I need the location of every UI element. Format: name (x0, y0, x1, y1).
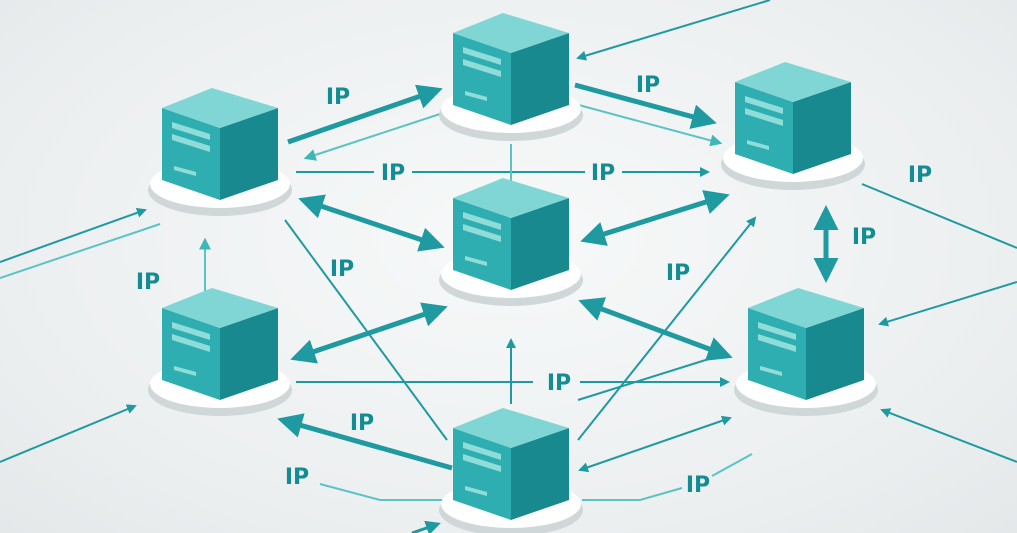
server-face-left (748, 308, 806, 400)
server-right-node (721, 62, 865, 190)
link-offscreen-right-a (861, 183, 1017, 249)
server-vent-slot (463, 47, 501, 65)
link-offscreen-right-b (878, 281, 1017, 327)
link-left-center (298, 194, 445, 252)
server-left-node (148, 88, 292, 216)
server-face-top (453, 178, 569, 218)
server-face-left (453, 428, 511, 520)
ip-label: IP (285, 465, 309, 490)
link-offscreen-topright (576, 0, 771, 61)
server-face-right (511, 198, 569, 290)
ip-label: IP (350, 411, 374, 436)
server-face-right (793, 82, 851, 174)
server-mid-right-node (734, 288, 878, 416)
link-bottom-to-midleft (277, 413, 453, 471)
ip-label: IP (636, 73, 660, 98)
ip-label: IP (852, 225, 876, 250)
link-left-to-bottom-diag (284, 219, 448, 441)
ip-label: IP (326, 85, 350, 110)
server-face-right (806, 308, 864, 400)
server-vent-slot (172, 122, 210, 140)
server-vent-slot (758, 322, 796, 340)
server-face-top (735, 62, 851, 102)
server-vent-slot (172, 334, 210, 352)
server-mid-left-node (148, 288, 292, 416)
server-face-left (453, 198, 511, 290)
server-indicator (174, 366, 196, 376)
server-indicator (174, 166, 196, 176)
link-offscreen-right-c (880, 408, 1017, 463)
link-bottom-midright (578, 415, 732, 473)
ip-label: IP (381, 161, 405, 186)
server-vent-slot (463, 212, 501, 230)
link-top-to-right-thin (574, 103, 723, 147)
server-vent-slot (463, 224, 501, 242)
link-offscreen-left-a (0, 207, 147, 263)
server-vent-slot (172, 134, 210, 152)
ip-labels: IP IP IP IP IP IP IP IP IP IP IP IP IP (136, 73, 932, 498)
server-face-right (220, 308, 278, 400)
server-vent-slot (745, 108, 783, 126)
ip-label: IP (136, 270, 160, 295)
link-bottom-to-midright-diag (577, 357, 713, 401)
link-left-to-top (287, 84, 443, 145)
link-center-midright (578, 297, 733, 361)
server-center-node (439, 178, 583, 306)
server-indicator (465, 91, 487, 101)
server-indicator (465, 256, 487, 266)
link-bottom-right-route (582, 487, 683, 501)
server-face-left (162, 308, 220, 400)
ip-label: IP (666, 261, 690, 286)
server-face-left (162, 108, 220, 200)
server-indicator (465, 486, 487, 496)
link-bottom-to-right-diag (577, 216, 757, 441)
link-top-to-right (574, 82, 717, 129)
server-vent-slot (463, 59, 501, 77)
ip-label: IP (330, 257, 354, 282)
ip-label: IP (686, 473, 710, 498)
server-vent-slot (463, 442, 501, 460)
server-vent-slot (172, 322, 210, 340)
link-offscreen-bottom (411, 520, 441, 533)
link-bottom-left-route (319, 483, 448, 501)
link-offscreen-left-b (0, 223, 161, 279)
ip-label: IP (908, 163, 932, 188)
link-bottom-right-route-b (711, 453, 753, 477)
server-vent-slot (463, 454, 501, 472)
server-face-left (453, 33, 511, 125)
server-face-top (162, 88, 278, 128)
server-face-left (735, 82, 793, 174)
link-offscreen-left-c (0, 404, 137, 463)
server-face-top (748, 288, 864, 328)
ip-label: IP (591, 161, 615, 186)
server-top-node (439, 13, 583, 141)
link-top-to-left-thin (303, 113, 441, 161)
ip-label: IP (547, 371, 571, 396)
server-nodes (148, 13, 878, 533)
link-center-right (580, 190, 730, 246)
server-face-right (220, 108, 278, 200)
server-indicator (747, 140, 769, 150)
server-face-right (511, 428, 569, 520)
server-indicator (760, 366, 782, 376)
server-vent-slot (745, 96, 783, 114)
server-face-right (511, 33, 569, 125)
server-vent-slot (758, 334, 796, 352)
server-face-top (162, 288, 278, 328)
server-face-top (453, 13, 569, 53)
server-bottom-node (439, 408, 583, 533)
server-face-top (453, 408, 569, 448)
